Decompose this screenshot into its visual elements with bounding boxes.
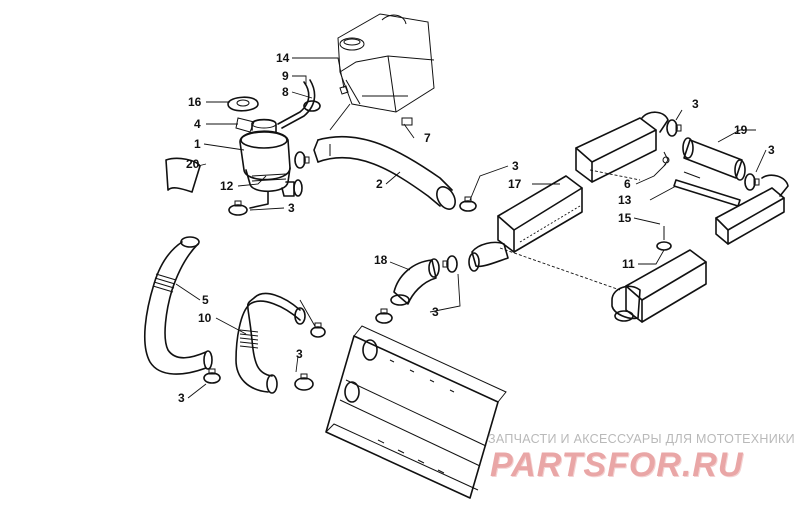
grommet-15	[656, 226, 672, 251]
callout-10: 10	[198, 311, 212, 325]
callout-3-lower-left: 3	[178, 391, 185, 405]
plug-7	[401, 117, 413, 126]
callout-6: 6	[624, 177, 631, 191]
callout-18: 18	[374, 253, 388, 267]
callout-15: 15	[618, 211, 632, 225]
leader-lines	[175, 57, 767, 399]
callout-5: 5	[202, 293, 209, 307]
heat-exchanger-upper	[575, 111, 669, 183]
hose-clamps	[203, 119, 760, 391]
callout-3-center: 3	[432, 305, 439, 319]
callout-12: 12	[220, 179, 234, 193]
overflow-hose	[277, 79, 321, 129]
callout-3-mid: 3	[512, 159, 519, 173]
tunnel-plate	[325, 325, 507, 499]
hose-2	[313, 135, 456, 210]
callout-labels: 14 9 8 16 4 1 20 12 7 2 3 3 17 3 19 3 6 …	[178, 51, 775, 405]
decal-20	[165, 157, 201, 193]
watermark-caption: ЗАПЧАСТИ И АКСЕССУАРЫ ДЛЯ МОТОТЕХНИКИ	[488, 432, 795, 446]
watermark-logo: PARTSFOR.RU	[490, 446, 744, 484]
callout-8: 8	[282, 85, 289, 99]
callout-3-lower-mid: 3	[296, 347, 303, 361]
callout-17: 17	[508, 177, 522, 191]
bracket-13	[673, 171, 741, 207]
callout-13: 13	[618, 193, 632, 207]
callout-11: 11	[622, 257, 635, 271]
fastener-6	[662, 151, 670, 167]
callout-4: 4	[194, 117, 201, 131]
hose-10	[235, 292, 306, 394]
heat-exchanger-rear	[715, 174, 789, 245]
callout-16: 16	[188, 95, 202, 109]
reservoir-cap	[227, 96, 259, 112]
callout-14: 14	[276, 51, 290, 65]
callout-1: 1	[194, 137, 201, 151]
callout-19: 19	[734, 123, 748, 137]
callout-2: 2	[376, 177, 383, 191]
callout-20: 20	[186, 157, 200, 171]
hose-19	[682, 137, 746, 181]
hose-18	[390, 258, 440, 306]
callout-3-left-top: 3	[288, 201, 295, 215]
coolant-bottle	[239, 118, 303, 209]
heat-exchanger-11	[611, 249, 707, 323]
callout-3-top-right: 3	[692, 97, 699, 111]
hose-5	[143, 236, 213, 375]
callout-7: 7	[424, 131, 431, 145]
tank	[337, 13, 435, 113]
callout-3-far-right: 3	[768, 143, 775, 157]
heat-exchanger-17	[468, 175, 583, 272]
decal-plate	[235, 117, 255, 133]
callout-9: 9	[282, 69, 289, 83]
